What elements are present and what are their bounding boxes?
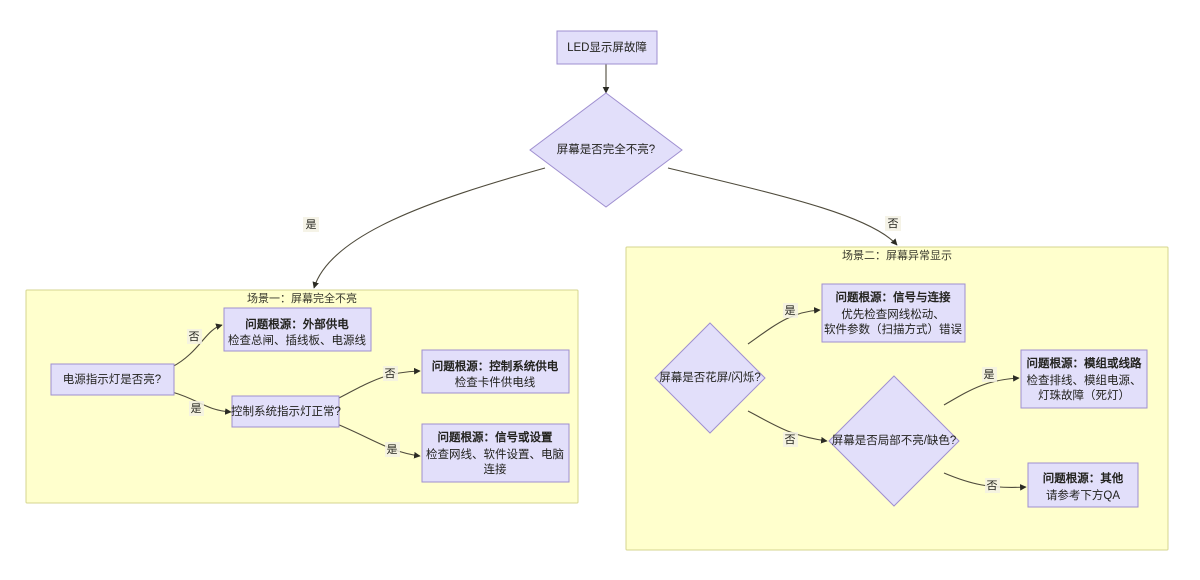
flicker-decision-diamond[interactable] [654,322,766,434]
edge-control-yes-to-signal [336,423,421,459]
cause-other-title: 问题根源：其他 [1043,471,1124,485]
cause-signal-setting-detail-2: 连接 [484,462,507,476]
edge-partial-no-to-other [943,472,1027,491]
cause-external-power-detail: 检查总闸、插线板、电源线 [228,333,366,347]
edge-label-main-yes-text: 是 [306,218,317,231]
node-cause-other[interactable]: 问题根源：其他 请参考下方QA [1027,462,1139,508]
cause-control-power-title: 问题根源：控制系统供电 [432,359,559,373]
cause-other-box[interactable] [1027,462,1139,508]
edge-label-control-yes-text: 是 [387,443,398,456]
edge-label-partial-yes-text: 是 [984,368,995,381]
cause-signal-setting-detail-1: 检查网线、软件设置、电脑 [426,447,564,461]
control-led-box[interactable] [231,395,340,428]
edge-main-yes-to-scenario-one [312,167,546,289]
edge-label-power-yes: 是 [189,401,204,416]
cause-module-circuit-detail-1: 检查排线、模组电源、 [1027,373,1142,387]
node-cause-module-circuit[interactable]: 问题根源：模组或线路 检查排线、模组电源、 灯珠故障（死灯） [1020,349,1148,409]
node-root[interactable]: LED显示屏故障 [556,30,658,65]
edge-label-flicker-yes: 是 [783,303,798,318]
edge-label-partial-no-text: 否 [987,480,998,492]
edge-flicker-no-to-partial [747,410,828,444]
node-cause-signal-setting[interactable]: 问题根源：信号或设置 检查网线、软件设置、电脑 连接 [421,423,570,483]
power-led-label: 电源指示灯是否亮? [63,372,161,386]
cause-signal-connection-box[interactable] [821,283,966,343]
cause-signal-connection-title: 问题根源：信号与连接 [836,290,951,304]
edge-main-no-to-scenario-two [667,167,898,246]
root-box[interactable] [556,30,658,65]
cause-external-power-title: 问题根源：外部供电 [245,317,349,331]
edge-label-main-no: 否 [885,216,901,231]
cause-signal-connection-detail-1: 优先检查网线松动、 [841,307,945,321]
edge-label-main-no-text: 否 [888,218,899,230]
edge-label-flicker-no: 否 [783,432,798,447]
edge-label-flicker-no-text: 否 [785,434,796,446]
cause-module-circuit-detail-2: 灯珠故障（死灯） [1038,388,1130,402]
node-control-led-decision[interactable]: 控制系统指示灯正常? [231,395,341,428]
node-cause-control-power[interactable]: 问题根源：控制系统供电 检查卡件供电线 [421,349,570,394]
edge-label-power-no-text: 否 [189,331,200,343]
edge-control-no-to-control-power [336,367,421,400]
edge-flicker-yes-to-signal-connection [747,307,821,345]
cause-external-power-box[interactable] [223,307,372,352]
cause-module-circuit-box[interactable] [1020,349,1148,409]
edge-label-power-yes-text: 是 [191,402,202,415]
edge-label-main-yes: 是 [303,217,319,232]
cause-signal-setting-title: 问题根源：信号或设置 [438,430,553,444]
control-led-label: 控制系统指示灯正常? [231,404,341,418]
node-main-decision[interactable]: 屏幕是否完全不亮? [529,92,683,208]
cause-control-power-box[interactable] [421,349,570,394]
power-led-box[interactable] [50,363,175,396]
cause-signal-setting-box[interactable] [421,423,570,483]
flicker-decision-label: 屏幕是否花屏/闪烁? [659,370,761,384]
edge-label-flicker-yes-text: 是 [785,304,796,317]
node-partial-decision[interactable]: 屏幕是否局部不亮/缺色? [828,375,960,507]
edge-label-control-no-text: 否 [385,368,396,380]
edge-label-control-no: 否 [383,366,398,381]
partial-decision-diamond[interactable] [828,375,960,507]
scenario-one-title: 场景一：屏幕完全不亮 [247,291,357,305]
cause-control-power-detail: 检查卡件供电线 [455,375,536,389]
edge-partial-yes-to-module [943,375,1020,406]
main-decision-diamond[interactable] [529,92,683,208]
main-decision-label: 屏幕是否完全不亮? [557,142,655,156]
cause-other-detail: 请参考下方QA [1046,488,1120,502]
node-cause-signal-connection[interactable]: 问题根源：信号与连接 优先检查网线松动、 软件参数（扫描方式）错误 [821,283,966,343]
edge-label-partial-no: 否 [985,478,1000,493]
cause-signal-connection-detail-2: 软件参数（扫描方式）错误 [824,322,962,336]
root-label: LED显示屏故障 [567,40,647,54]
scenario-two-title: 场景二：屏幕异常显示 [842,248,952,262]
partial-decision-label: 屏幕是否局部不亮/缺色? [832,433,957,447]
node-power-led-decision[interactable]: 电源指示灯是否亮? [50,363,175,396]
edge-label-partial-yes: 是 [982,367,997,382]
cause-module-circuit-title: 问题根源：模组或线路 [1027,356,1142,370]
edge-label-power-no: 否 [187,329,202,344]
edge-label-control-yes: 是 [385,442,400,457]
node-cause-external-power[interactable]: 问题根源：外部供电 检查总闸、插线板、电源线 [223,307,372,352]
node-flicker-decision[interactable]: 屏幕是否花屏/闪烁? [654,322,766,434]
